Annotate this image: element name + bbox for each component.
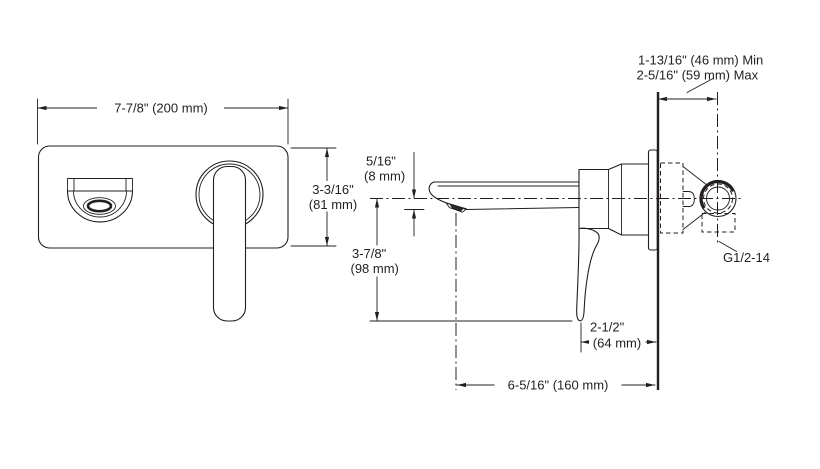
handle-lever xyxy=(212,165,247,322)
spout-offset-label-in: 5/16" xyxy=(366,154,396,169)
escutcheon-side xyxy=(647,149,658,251)
spout-aerator-side xyxy=(449,204,464,212)
plate-height-label-in: 3-3/16" xyxy=(312,182,354,197)
handle-clearance-label-in: 2-1/2" xyxy=(590,320,625,335)
inlet-port-arc xyxy=(699,179,735,210)
dim-spout-offset: 5/16" (8 mm) xyxy=(364,152,425,237)
handle-front xyxy=(195,160,264,322)
faceplate-outline xyxy=(37,145,289,249)
wall-depth-max-label: 2-5/16" (59 mm) Max xyxy=(637,68,759,83)
front-view xyxy=(37,145,289,322)
dim-handle-clearance: 2-1/2" (64 mm) xyxy=(580,320,657,353)
plate-height-label-mm: (81 mm) xyxy=(309,197,357,212)
aerator xyxy=(86,199,113,213)
thread-leader xyxy=(718,241,737,252)
handle-clearance-label-mm: (64 mm) xyxy=(593,336,641,351)
valve-screw-tab xyxy=(682,191,695,207)
aerator-ring xyxy=(83,197,116,215)
dim-handle-drop: 3-7/8" (98 mm) xyxy=(347,198,573,322)
handle-drop-label-in: 3-7/8" xyxy=(352,246,387,261)
inlet-connection-hidden xyxy=(701,213,736,233)
valve-housing-hidden xyxy=(660,162,684,234)
plate-width-label: 7-7/8" (200 mm) xyxy=(114,101,207,116)
wall-depth-leader xyxy=(686,78,714,93)
spout-reach-label: 6-5/16" (160 mm) xyxy=(508,378,609,393)
dim-wall-depth: 1-13/16" (46 mm) Min 2-5/16" (59 mm) Max xyxy=(637,53,763,102)
handle-side xyxy=(576,227,600,322)
inlet-thread-label: G1/2-14 xyxy=(723,250,770,265)
dim-spout-reach: 6-5/16" (160 mm) xyxy=(456,377,656,393)
dim-plate-height: 3-3/16" (81 mm) xyxy=(290,147,366,247)
spout-offset-label-mm: (8 mm) xyxy=(364,169,405,184)
callout-inlet-thread: G1/2-14 xyxy=(718,241,770,265)
side-view xyxy=(370,92,744,390)
dim-plate-width: 7-7/8" (200 mm) xyxy=(37,98,289,145)
wall-depth-min-label: 1-13/16" (46 mm) Min xyxy=(638,53,763,68)
spout-front xyxy=(66,178,134,223)
handle-drop-label-mm: (98 mm) xyxy=(351,261,399,276)
rough-in-valve xyxy=(660,162,737,234)
spout-side xyxy=(428,181,580,213)
